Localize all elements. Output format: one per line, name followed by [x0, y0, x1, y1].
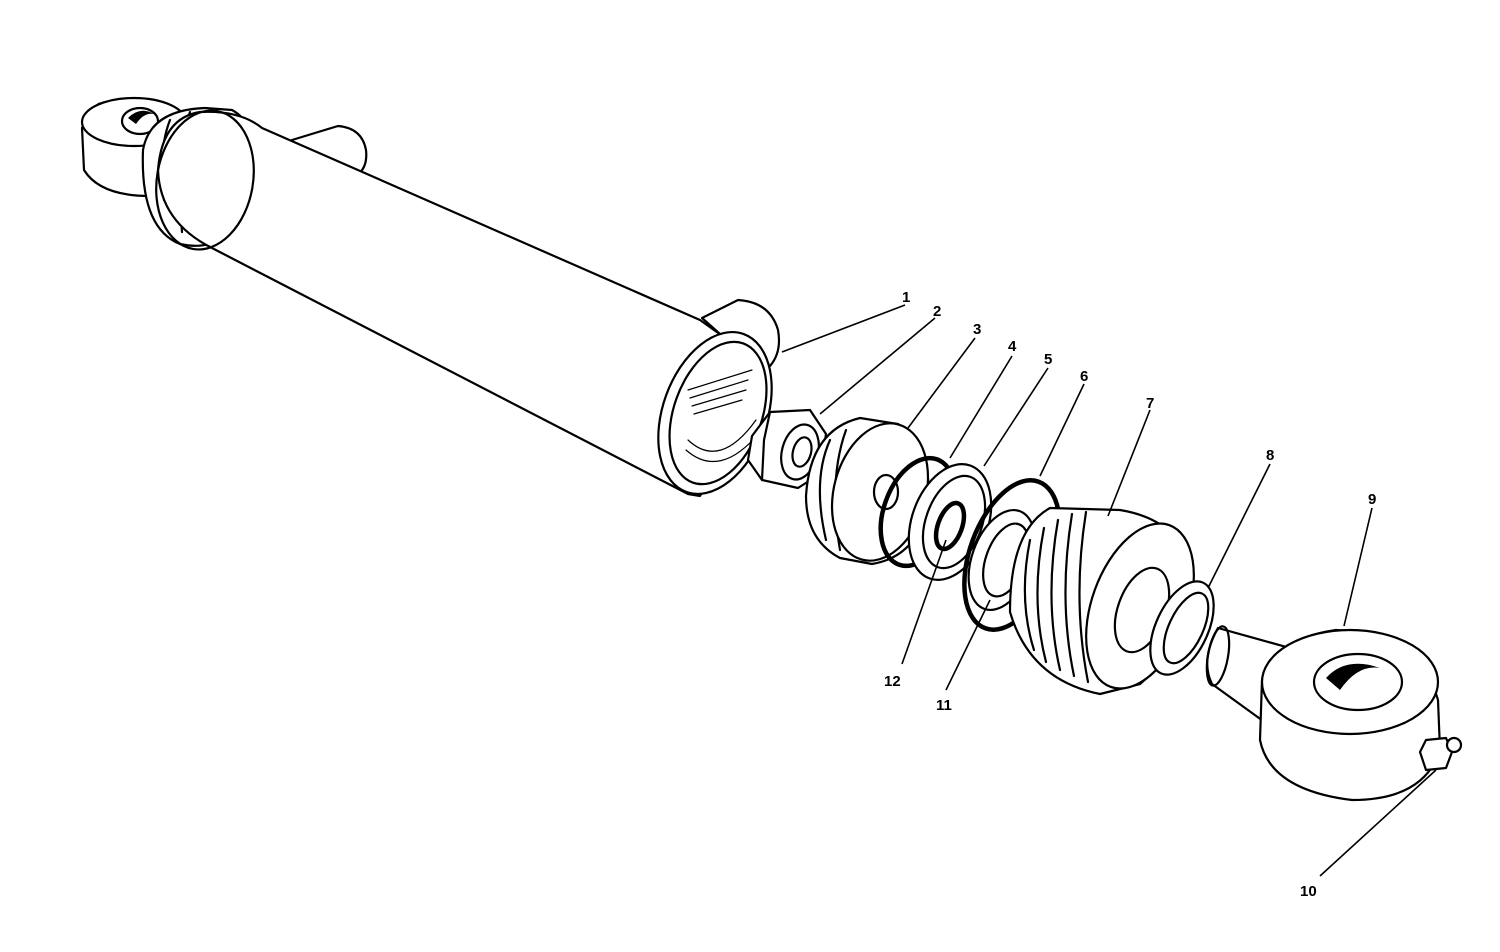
callout-10: 10	[1300, 883, 1317, 900]
o-ring-small	[933, 500, 967, 552]
callouts: 1 2 3 4 5 6 7 8 9 10 11 12	[884, 289, 1376, 900]
callout-8: 8	[1266, 447, 1274, 464]
callout-5: 5	[1044, 351, 1052, 368]
cylinder-barrel	[141, 106, 781, 498]
leader-lines	[781, 304, 1437, 877]
grease-fitting	[1418, 736, 1463, 772]
piston-gland	[804, 416, 930, 566]
callout-2: 2	[933, 303, 941, 320]
leader-12	[901, 539, 947, 665]
callout-7: 7	[1146, 395, 1154, 412]
callout-4: 4	[1008, 338, 1017, 355]
callout-6: 6	[1080, 368, 1088, 385]
rod-end-eye	[1258, 628, 1442, 802]
callout-9: 9	[1368, 491, 1376, 508]
leader-8	[1207, 463, 1271, 589]
leader-4	[949, 355, 1013, 459]
leader-1	[781, 304, 906, 353]
leader-9	[1343, 507, 1373, 627]
wiper-ring	[1149, 580, 1215, 676]
leader-7	[1107, 409, 1151, 517]
callout-1: 1	[902, 289, 910, 306]
leader-10	[1319, 769, 1437, 877]
leader-5	[983, 367, 1049, 467]
leader-6	[1039, 383, 1085, 477]
leader-2	[819, 317, 936, 415]
callout-11: 11	[936, 697, 952, 714]
callout-12: 12	[884, 673, 901, 690]
callout-3: 3	[973, 321, 981, 338]
leader-3	[907, 337, 976, 429]
hex-nut	[746, 408, 828, 490]
leader-11	[945, 599, 991, 691]
